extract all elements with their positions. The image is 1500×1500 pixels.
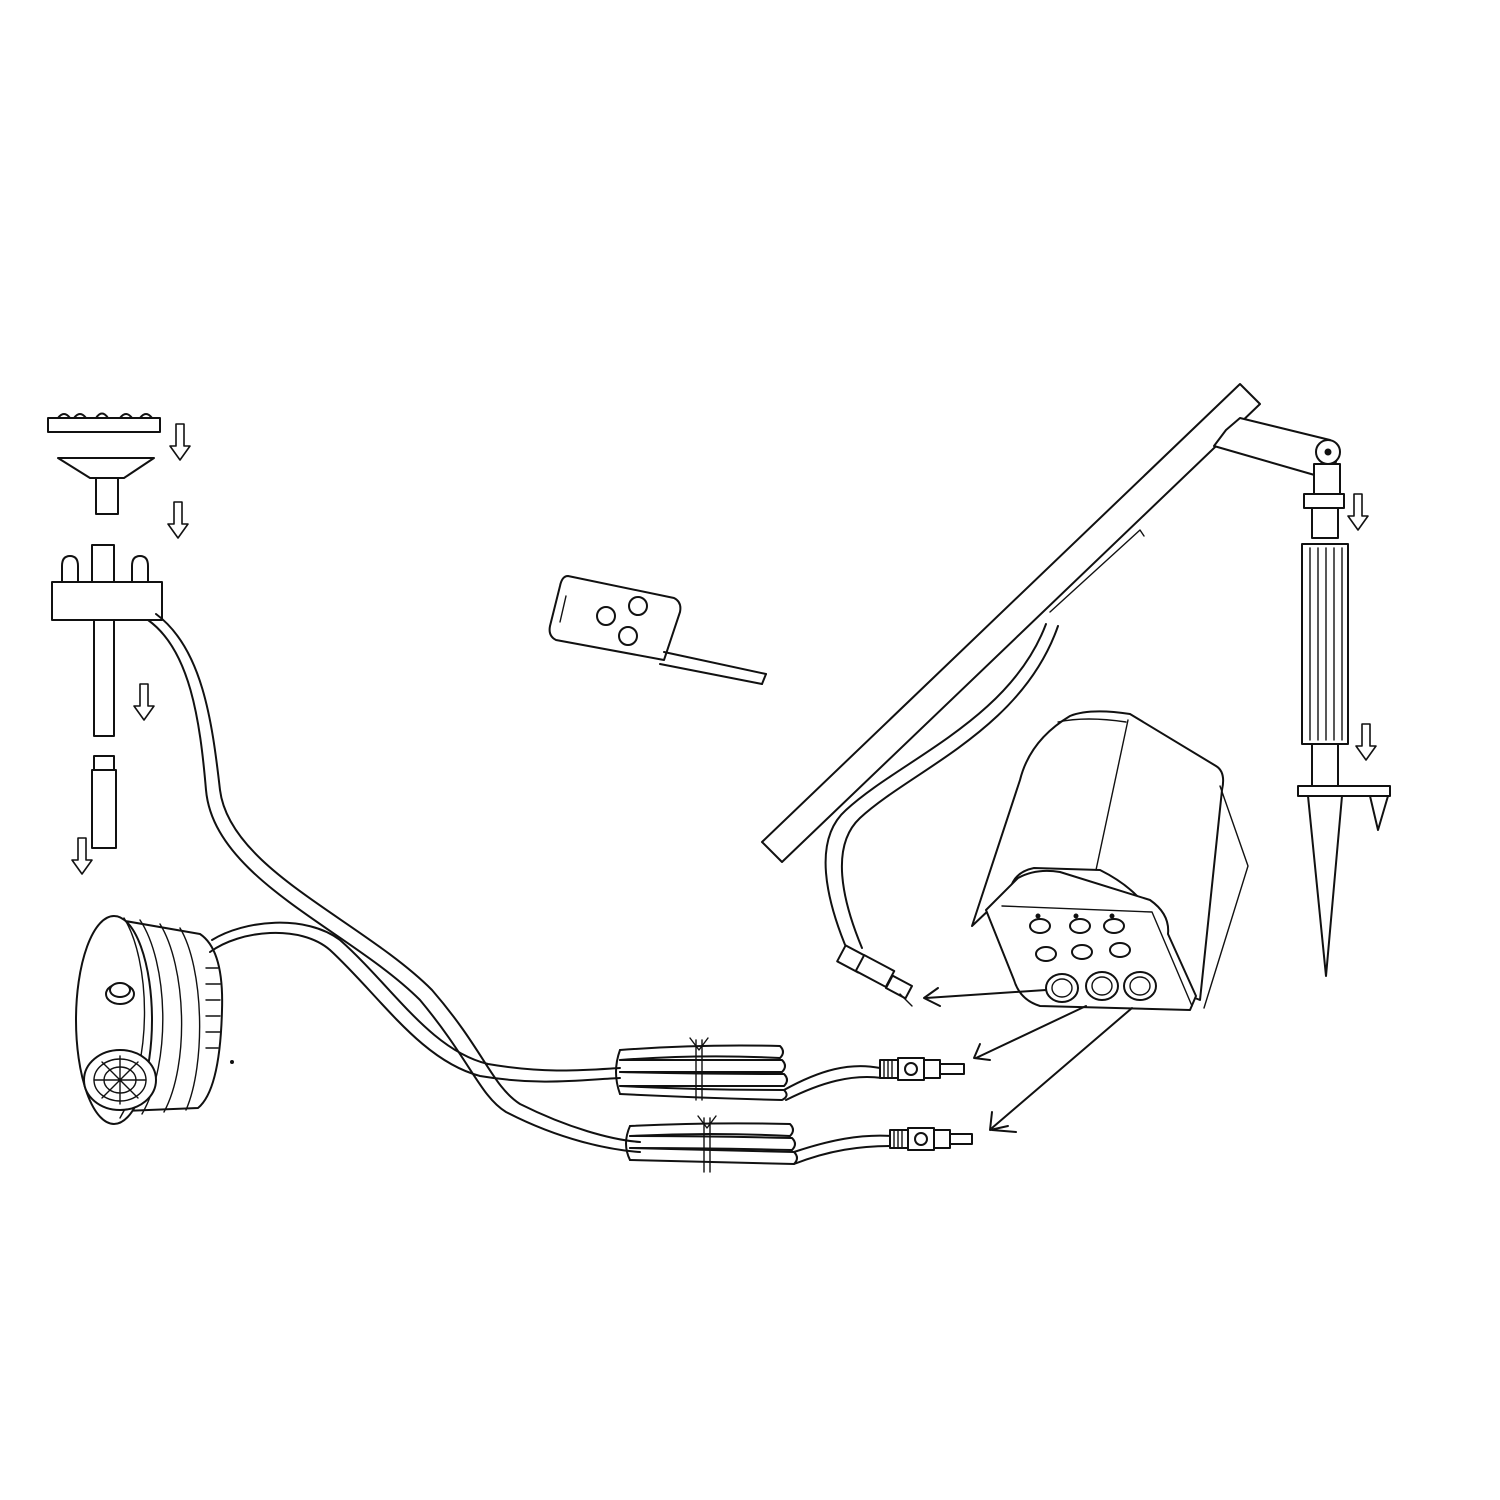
extension-tube [91,755,117,849]
pump-cable-inner [211,921,621,1072]
stray-dot [230,1060,234,1064]
pump-connector [879,1057,965,1081]
led-connector [889,1127,973,1151]
pump-intake-screen [83,1049,157,1111]
led-ring-plate [47,412,161,433]
panel-bracket [1213,417,1341,495]
pump-grille [205,967,221,1049]
control-box-ports [1045,971,1157,1003]
pump-outlet [105,982,135,1005]
fountain-head-assembly [47,412,163,849]
solar-cable [824,623,1047,953]
control-box-sockets [1029,913,1131,962]
pump-cable [209,932,621,1083]
down-arrow-icon [71,423,1377,875]
control-box [971,710,1249,1011]
solar-cable-inner [840,625,1059,949]
solar-panel [761,383,1261,863]
ground-stake [1297,493,1391,977]
nozzle-funnel [57,457,155,515]
led-housing-block [51,544,163,737]
remote-control [548,575,767,685]
led-cable [147,619,641,1153]
cable-coil-lower [625,1115,798,1173]
pointer-arrow-icon [923,987,1133,1133]
pump-cable-out [783,1065,881,1091]
led-cable-out-inner [793,1134,893,1153]
led-cable-out [793,1145,893,1165]
cable-coil-upper [615,1037,788,1101]
submersible-pump [75,915,224,1125]
solar-connector [836,944,913,1007]
pump-cable-out-inner [785,1075,883,1101]
led-cable-inner [155,613,641,1143]
